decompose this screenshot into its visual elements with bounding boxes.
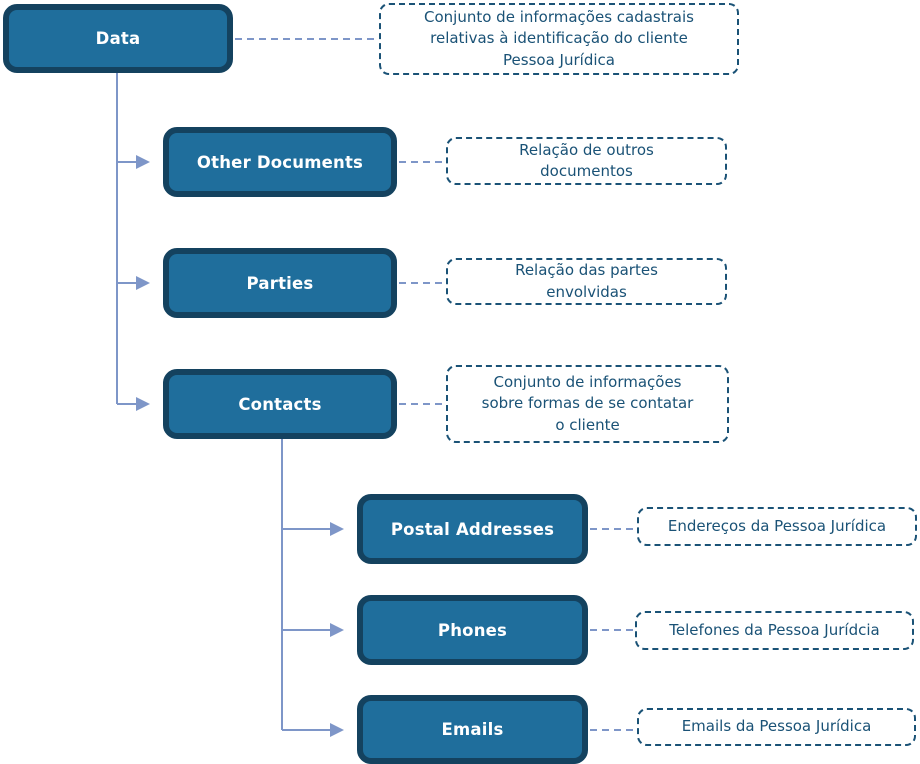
node-data: Data	[3, 4, 233, 73]
annotation-emails: Emails da Pessoa Jurídica	[637, 708, 916, 746]
annotation-data: Conjunto de informações cadastrais relat…	[379, 3, 739, 75]
annotation-line: Telefones da Pessoa Jurídcia	[669, 620, 880, 639]
annotation-line: Relação de outros	[519, 140, 654, 159]
annotation-parties: Relação das partes envolvidas	[446, 258, 727, 305]
annotation-line: Conjunto de informações	[493, 372, 682, 391]
node-parties: Parties	[163, 248, 397, 318]
node-other-documents: Other Documents	[163, 127, 397, 197]
annotation-line: Emails da Pessoa Jurídica	[681, 717, 872, 736]
annotation-line: Conjunto de informações cadastrais	[424, 7, 694, 26]
annotation-line: Pessoa Jurídica	[503, 50, 615, 69]
node-postal-addresses: Postal Addresses	[357, 494, 588, 564]
annotation-phones: Telefones da Pessoa Jurídcia	[635, 611, 914, 650]
annotation-line: relativas à identificação do cliente	[430, 29, 688, 48]
node-emails: Emails	[357, 695, 588, 764]
node-contacts: Contacts	[163, 369, 397, 439]
annotation-line: Endereços da Pessoa Jurídica	[667, 516, 887, 535]
annotation-line: sobre formas de se contatar	[481, 394, 694, 413]
annotation-line: documentos	[540, 162, 633, 180]
annotation-line: o cliente	[555, 415, 620, 434]
node-phones: Phones	[357, 595, 588, 665]
annotation-postal-addresses: Endereços da Pessoa Jurídica	[637, 507, 917, 546]
annotation-other-documents: Relação de outros documentos	[446, 137, 727, 185]
annotation-line: envolvidas	[546, 282, 627, 301]
annotation-contacts: Conjunto de informações sobre formas de …	[446, 365, 729, 443]
annotation-line: Relação das partes	[515, 261, 658, 279]
